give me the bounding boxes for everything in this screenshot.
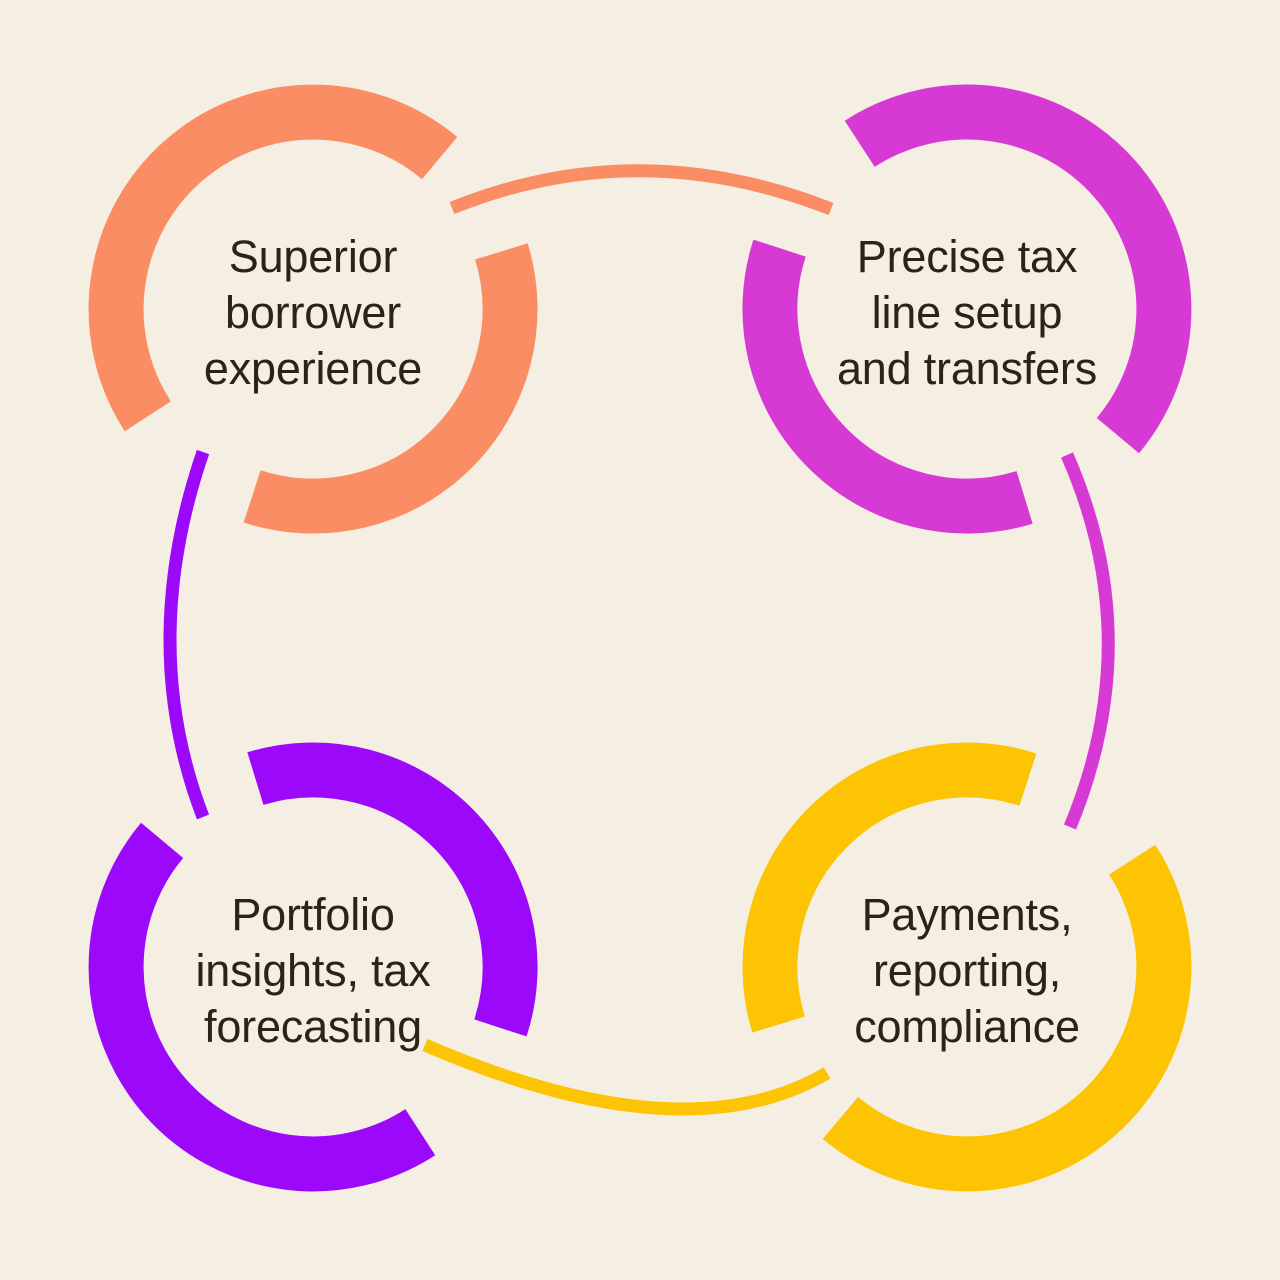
node-label-line: Precise tax [856, 231, 1078, 282]
node-label-top-right: Precise tax line setup and transfers [747, 229, 1187, 397]
node-label-line: Superior [228, 231, 398, 282]
node-label-line: borrower [225, 287, 401, 338]
connector-arc-top [449, 164, 834, 216]
node-label-line: insights, tax [195, 945, 431, 996]
ring-main-arc [822, 844, 1192, 1192]
ring-secondary-arc [742, 239, 1033, 534]
ring-main-arc [844, 84, 1192, 454]
node-label-line: compliance [854, 1001, 1080, 1052]
node-ring-bottom-left [88, 742, 538, 1192]
node-label-line: Portfolio [231, 889, 395, 940]
node-label-line: reporting, [872, 945, 1062, 996]
connector-arc-right [1061, 452, 1115, 830]
ring-secondary-arc [742, 742, 1037, 1033]
node-label-bottom-left: Portfolio insights, tax forecasting [93, 887, 533, 1055]
node-rings-group [88, 84, 1192, 1192]
ring-secondary-arc [247, 742, 538, 1037]
node-ring-bottom-right [742, 742, 1192, 1192]
connector-arc-left [163, 449, 210, 820]
connector-arc-bottom [422, 1039, 831, 1116]
ring-main-arc [88, 822, 436, 1192]
node-label-line: Payments, [861, 889, 1073, 940]
node-label-line: and transfers [836, 343, 1098, 394]
node-label-top-left: Superior borrower experience [93, 229, 533, 397]
node-ring-top-right [742, 84, 1192, 534]
node-label-line: line setup [871, 287, 1063, 338]
ring-secondary-arc [243, 243, 538, 534]
node-label-line: forecasting [204, 1001, 422, 1052]
node-label-bottom-right: Payments, reporting, compliance [747, 887, 1187, 1055]
node-ring-top-left [88, 84, 538, 534]
node-label-line: experience [203, 343, 423, 394]
connectors-group [163, 164, 1115, 1116]
ring-main-arc [88, 84, 458, 432]
